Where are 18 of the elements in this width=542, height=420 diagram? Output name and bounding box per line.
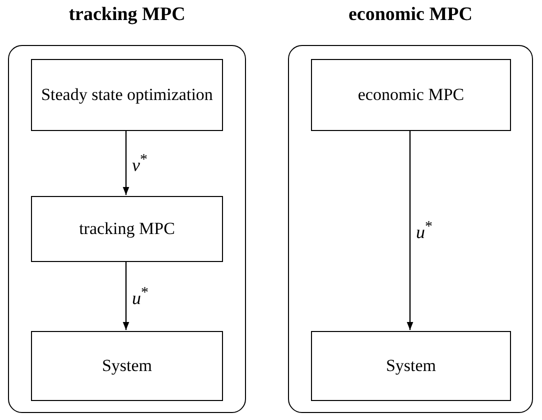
edge-label: u$^{*}$ [132,286,148,306]
panel-title: tracking MPC [68,4,186,26]
arrow [406,130,414,330]
box-label: System [100,354,154,377]
arrow [122,261,130,330]
process-box [31,331,223,401]
process-box [311,331,511,401]
box-label: Steady state optimization [40,84,214,106]
process-box [31,196,223,262]
box-label: System [384,354,438,377]
edge-label: v$^{*}$ [132,152,148,174]
edge-label: u$^{*}$ [416,220,432,241]
arrow [122,130,130,195]
box-label: economic MPC [356,84,466,106]
box-label: tracking MPC [78,218,176,240]
process-box [311,59,511,131]
panel-title: economic MPC [348,4,474,26]
process-box [31,59,223,131]
